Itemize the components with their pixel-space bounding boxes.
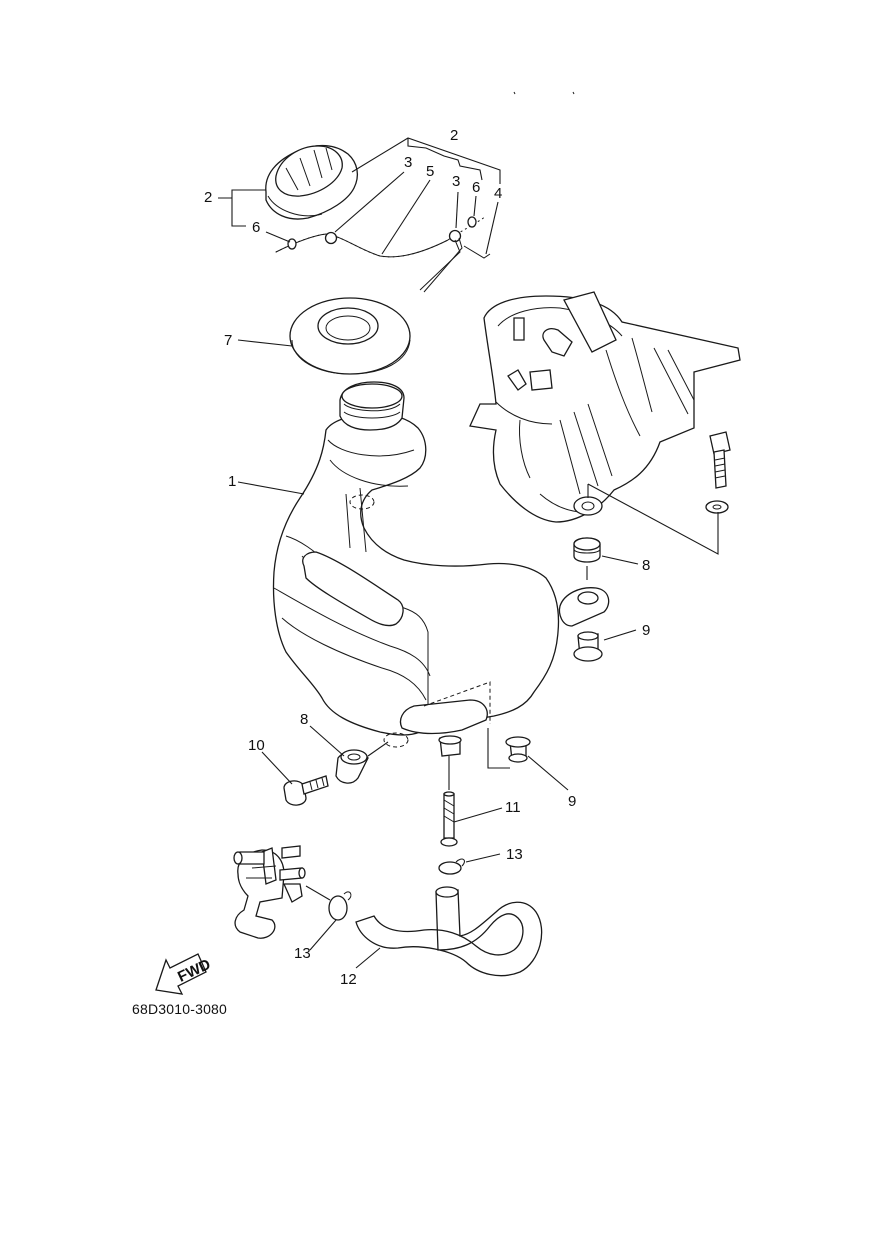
callout-3-right: 3 — [452, 173, 460, 190]
retainer-pin — [419, 237, 491, 293]
bracket-bolt — [709, 431, 731, 489]
fuel-filter — [440, 791, 458, 847]
callout-11: 11 — [505, 799, 521, 816]
grommet-upper — [573, 537, 601, 563]
callout-1: 1 — [228, 473, 236, 490]
collar-lower — [505, 736, 531, 763]
tank-bolt — [283, 775, 329, 806]
hose-clamp-lower — [328, 891, 352, 921]
callout-6-right: 6 — [472, 179, 480, 196]
bead-chain — [275, 215, 487, 258]
callout-13-upper: 13 — [506, 846, 523, 863]
callout-9-lower: 9 — [568, 793, 576, 810]
callout-2-left: 2 — [204, 189, 212, 206]
chain-rings — [287, 216, 477, 250]
fuel-cock — [233, 845, 306, 939]
hose-clamp-upper — [438, 858, 465, 875]
callout-10: 10 — [248, 737, 265, 754]
leader-lines — [218, 137, 719, 969]
cap-gasket — [289, 297, 411, 375]
fuel-tank — [272, 381, 560, 757]
callout-3-left: 3 — [404, 154, 412, 171]
callout-8-upper: 8 — [642, 557, 650, 574]
grommet-lower — [335, 749, 369, 784]
fuel-hose — [355, 886, 543, 977]
callout-9-upper: 9 — [642, 622, 650, 639]
callout-4: 4 — [494, 185, 502, 202]
engine-bracket — [469, 291, 741, 523]
tank-lug — [558, 587, 610, 627]
part-code: 68D3010-3080 — [132, 1001, 228, 1017]
fwd-arrow-icon: FWD — [155, 953, 213, 995]
callout-7: 7 — [224, 332, 232, 349]
callout-5: 5 — [426, 163, 434, 180]
callout-13-lower: 13 — [294, 945, 311, 962]
callout-8-lower: 8 — [300, 711, 308, 728]
callout-2-top: 2 — [450, 127, 458, 144]
fuel-cap — [265, 144, 359, 220]
callout-12: 12 — [340, 971, 357, 988]
bracket-washer — [705, 500, 729, 514]
top-marks — [513, 91, 575, 95]
callouts: 2 3 5 3 6 4 2 6 7 1 8 9 8 10 9 11 13 13 … — [204, 127, 650, 988]
collar-upper — [573, 631, 603, 662]
callout-6-left: 6 — [252, 219, 260, 236]
